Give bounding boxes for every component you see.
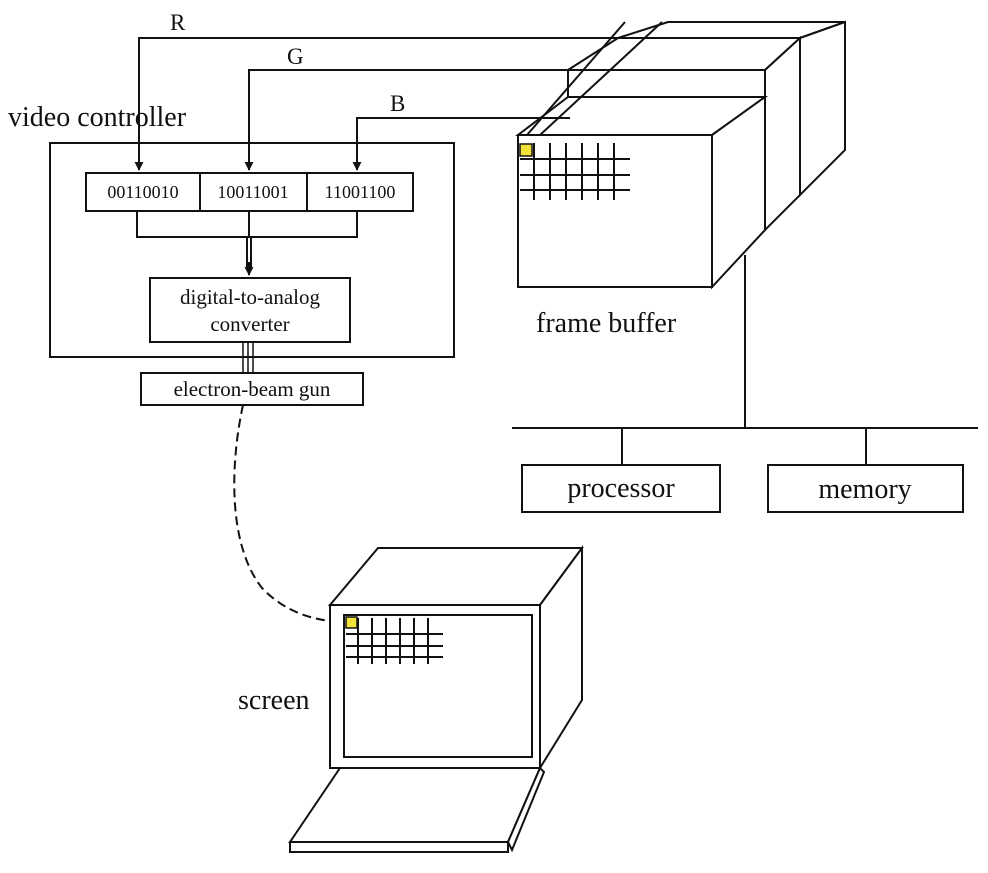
frame-buffer-pixel-grid <box>520 143 630 200</box>
frame-buffer <box>515 20 846 290</box>
channel-lines <box>134 37 625 171</box>
b-channel-line <box>352 117 570 171</box>
screen-pixel-grid <box>346 618 443 664</box>
monitor-top <box>327 547 584 606</box>
memory-label: memory <box>818 474 911 505</box>
memory-box <box>767 464 964 513</box>
register-b-value: 11001100 <box>325 182 396 202</box>
system-bus <box>512 255 978 465</box>
register-to-dac-lines <box>136 211 358 276</box>
dac-box <box>149 277 351 343</box>
electron-beam-gun-box <box>140 372 364 406</box>
dac-label-line2: converter <box>210 312 289 336</box>
b-channel-label: B <box>390 91 405 116</box>
frame-buffer-highlighted-pixel <box>519 143 533 157</box>
register-r-value: 00110010 <box>107 182 178 202</box>
video-controller-box <box>49 142 455 358</box>
r-channel-label: R <box>170 10 186 35</box>
monitor <box>288 544 584 853</box>
frame-buffer-middle-slab-top <box>564 37 803 71</box>
frame-buffer-edge <box>526 21 626 136</box>
monitor-base-top <box>288 767 542 843</box>
frame-buffer-back-slab-side <box>799 20 846 198</box>
frame-buffer-label: frame buffer <box>536 308 677 339</box>
monitor-base-side <box>506 766 546 853</box>
frame-buffer-middle-slab-side <box>764 35 801 233</box>
monitor-display <box>343 614 533 758</box>
dac-label-line1: digital-to-analog <box>180 285 320 309</box>
electron-beam-path <box>233 404 341 626</box>
g-channel-label: G <box>287 44 304 69</box>
frame-buffer-edge <box>539 21 663 136</box>
video-controller-label: video controller <box>8 102 187 133</box>
processor-label: processor <box>567 473 675 504</box>
processor-box <box>521 464 721 513</box>
dac-to-gun-lines <box>242 342 254 373</box>
r-channel-line <box>134 37 625 171</box>
screen-highlighted-pixel <box>345 616 358 629</box>
g-channel-line <box>244 69 618 171</box>
screen-label: screen <box>238 685 310 716</box>
electron-beam-gun-label: electron-beam gun <box>174 377 331 401</box>
register-row: 00110010 10011001 11001100 <box>85 172 414 212</box>
register-g-value: 10011001 <box>217 182 288 202</box>
monitor-base-front <box>289 841 509 853</box>
